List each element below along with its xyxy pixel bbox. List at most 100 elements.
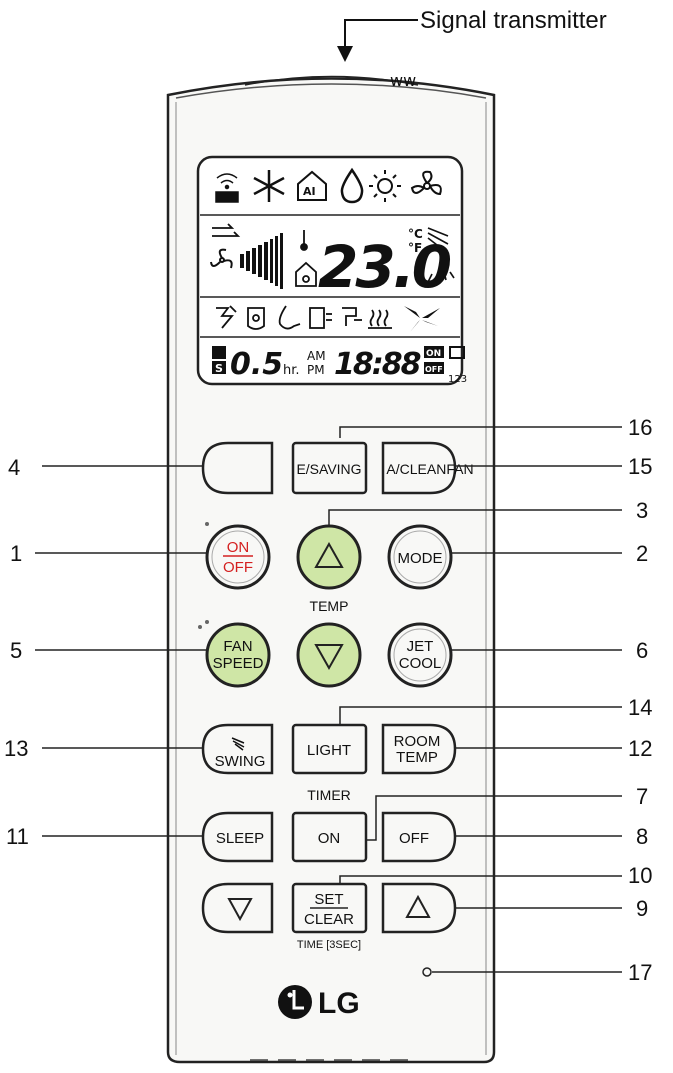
swing-label: SWING [215,753,266,770]
callout-9: 9 [636,896,648,921]
s-badge: S [215,362,223,375]
a-clean-fan-button[interactable]: A/CLEANFAN [381,441,474,495]
callout-6: 6 [636,638,648,663]
timer-on-label: ON [318,830,341,847]
callout-10: 10 [628,863,652,888]
speed-label: SPEED [213,655,264,672]
sleep-label: SLEEP [216,830,264,847]
timer-off-button[interactable]: OFF [381,811,457,863]
fan-mode-icon [410,170,442,196]
fan-speed-bars-icon [240,233,283,289]
triangle-up-icon [314,541,344,568]
light-button[interactable]: LIGHT [291,723,368,775]
timer-off-label: OFF [399,830,429,847]
power-plug-icon [247,307,265,330]
timer-label: TIMER [307,787,351,803]
on-label: ON [227,539,250,556]
off-badge: OFF [425,365,443,374]
callout-1: 1 [10,541,22,566]
swing-button[interactable]: SWING [201,723,274,775]
e-saving-button[interactable]: E/SAVING [291,441,368,495]
ai-badge: AI [303,185,316,198]
callout-16: 16 [628,415,652,440]
svg-text:ww: ww [390,71,416,90]
heater-icon [368,309,392,329]
callout-7: 7 [636,784,648,809]
timer-hours-readout: 0.5 [230,347,283,382]
on-badge: ON [426,349,441,359]
airflow-arrow-icon [212,223,241,237]
counter-readout: 123 [448,374,467,385]
callout-12: 12 [628,736,652,761]
filter-icon [309,307,332,329]
callout-17: 17 [628,960,652,985]
jet-cool-button[interactable]: JET COOL [387,622,453,688]
callout-15: 15 [628,454,652,479]
fahrenheit-unit: °F [408,241,422,255]
timer-box-icon [449,346,465,359]
a-clean-fan-label: A/CLEANFAN [386,461,473,477]
timer-on-button[interactable]: ON [291,811,368,863]
off-label: OFF [223,559,253,576]
callout-2: 2 [636,541,648,566]
lg-logo: LG [278,985,360,1020]
lg-logo-text: LG [318,987,360,1020]
swing-vane-icon [427,227,455,283]
ai-mode-icon: AI [297,170,327,201]
reset-hole[interactable] [422,967,432,977]
temp-up-button[interactable] [296,524,362,590]
humidity-icon [278,305,301,330]
blank-button[interactable] [201,441,274,495]
am-indicator: AM [307,349,326,363]
signal-transmitter-label: Signal transmitter [420,7,607,34]
auto-clean-icon [342,307,362,326]
sleep-button[interactable]: SLEEP [201,811,274,863]
hours-unit: hr. [283,363,300,378]
jet-label: JET [407,638,434,655]
signal-battery-icon [215,173,239,203]
mode-label: MODE [398,550,443,567]
pm-indicator: PM [307,363,325,377]
temp-down-button[interactable] [296,622,362,688]
fan-speed-button[interactable]: FAN SPEED [205,622,271,688]
set-clear-button[interactable]: SET CLEAR [291,882,368,934]
sun-heat-icon [369,170,401,202]
triangle-up-icon [405,894,431,918]
callout-11: 11 [6,824,29,849]
clear-label: CLEAR [304,911,354,928]
swing-icon [231,737,245,751]
room-temp-label: TEMP [396,749,438,766]
temp-label: TEMP [310,598,349,614]
celsius-unit: °C [408,227,423,241]
callout-13: 13 [4,736,28,761]
callout-3: 3 [636,498,648,523]
fan-label: FAN [223,638,252,655]
triangle-down-icon [314,644,344,671]
triangle-down-icon [227,898,253,922]
signal-transmitter-arrow [337,19,418,62]
time-down-button[interactable] [201,882,274,934]
callout-14: 14 [628,695,652,720]
callout-5: 5 [10,638,22,663]
room-label: ROOM [394,733,441,750]
lcd-display: AI [196,155,467,386]
snowflake-icon [253,170,285,202]
sleep-badges: S [212,346,226,375]
set-label: SET [314,891,343,908]
room-temp-button[interactable]: ROOM TEMP [381,723,457,775]
time-3sec-label: TIME [3SEC] [297,939,361,951]
time-up-button[interactable] [381,882,457,934]
callout-8: 8 [636,824,648,849]
fan-speed-icon [210,248,233,269]
mode-button[interactable]: MODE [387,524,453,590]
thermometer-icon [300,230,308,251]
temperature-readout: 23.0 [318,233,451,301]
jet-fan-icon [404,306,440,332]
cool-label: COOL [399,655,442,672]
on-off-button[interactable]: ON OFF [205,524,271,590]
dehumidify-drop-icon [340,167,364,204]
e-saving-label: E/SAVING [296,461,361,477]
clock-readout: 18:88 [334,347,421,382]
callout-4: 4 [8,455,20,480]
